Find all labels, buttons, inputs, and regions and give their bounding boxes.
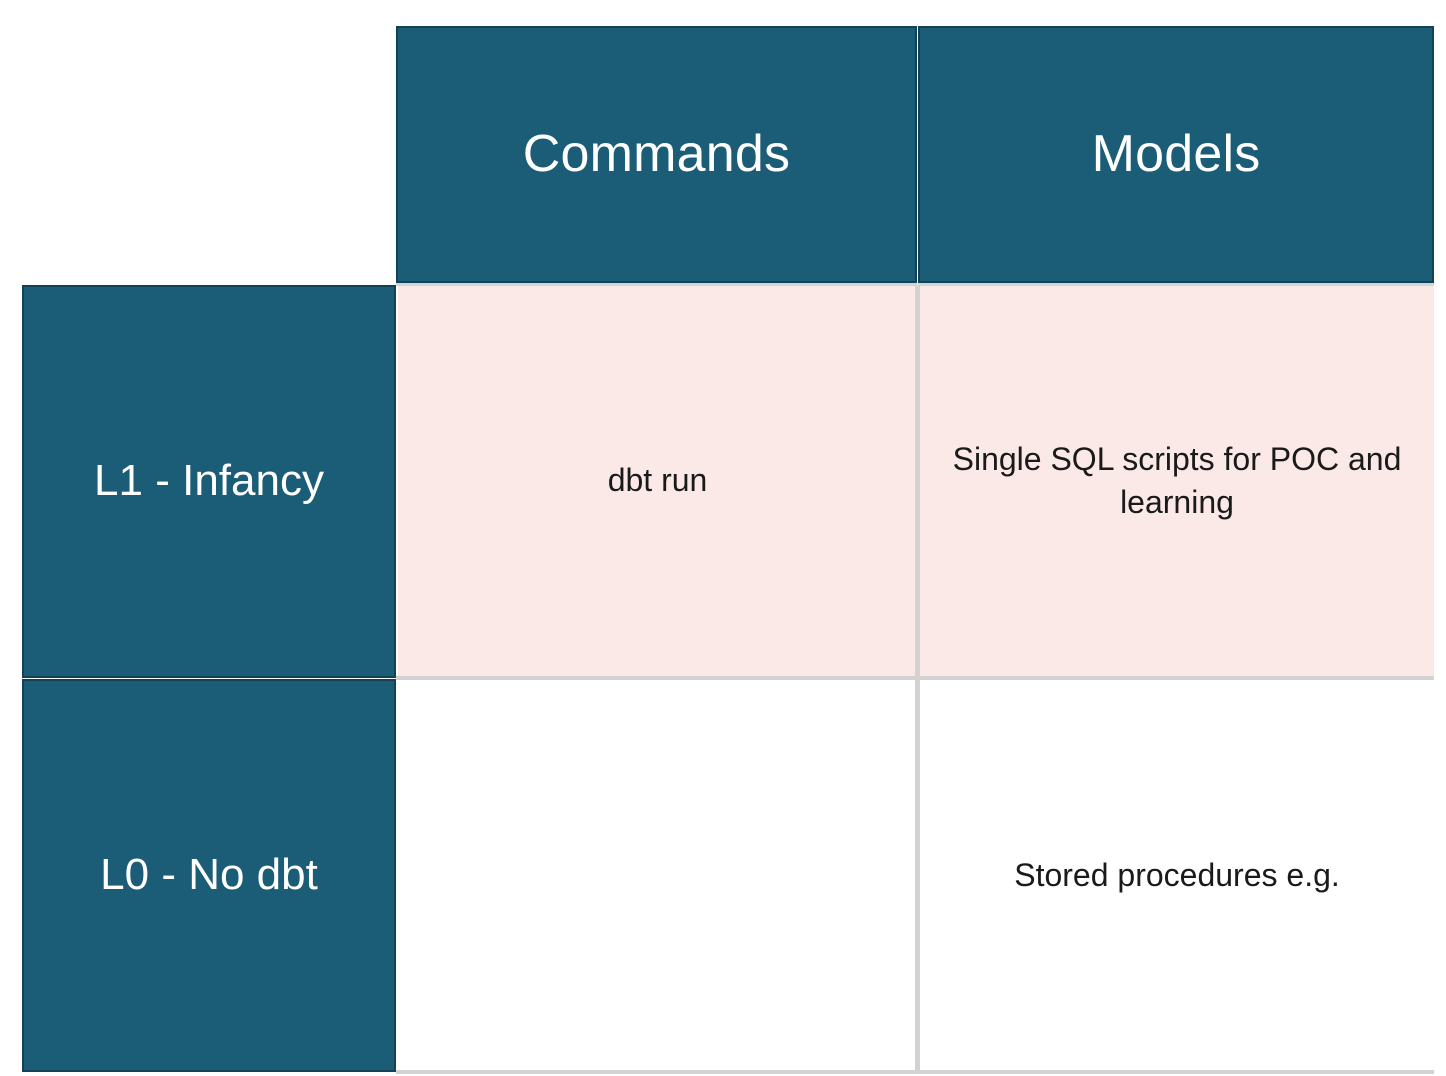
column-header-models: Models — [918, 26, 1434, 283]
row-header-l1-infancy-label: L1 - Infancy — [94, 456, 324, 506]
cell-l0-commands — [398, 680, 917, 1070]
cell-l1-commands-text: dbt run — [607, 462, 708, 499]
cell-l0-models: Stored procedures e.g. — [920, 680, 1434, 1070]
column-header-commands-label: Commands — [522, 124, 791, 183]
cell-l0-models-text: Stored procedures e.g. — [1014, 856, 1340, 893]
grid-line-horizontal-row-divider — [396, 676, 1434, 680]
column-header-models-label: Models — [1091, 124, 1261, 183]
grid-line-under-models-header — [918, 283, 1434, 286]
grid-line-under-commands-header — [396, 283, 917, 286]
grid-line-table-bottom-border — [396, 1070, 1434, 1074]
row-header-l0-no-dbt-label: L0 - No dbt — [100, 850, 318, 900]
row-header-l0-no-dbt: L0 - No dbt — [22, 679, 396, 1072]
cell-l1-commands: dbt run — [398, 285, 917, 676]
cell-l1-models: Single SQL scripts for POC and learning — [920, 285, 1434, 676]
cell-l1-models-text: Single SQL scripts for POC and learning — [952, 440, 1402, 520]
row-header-l1-infancy: L1 - Infancy — [22, 285, 396, 678]
column-header-commands: Commands — [396, 26, 917, 283]
